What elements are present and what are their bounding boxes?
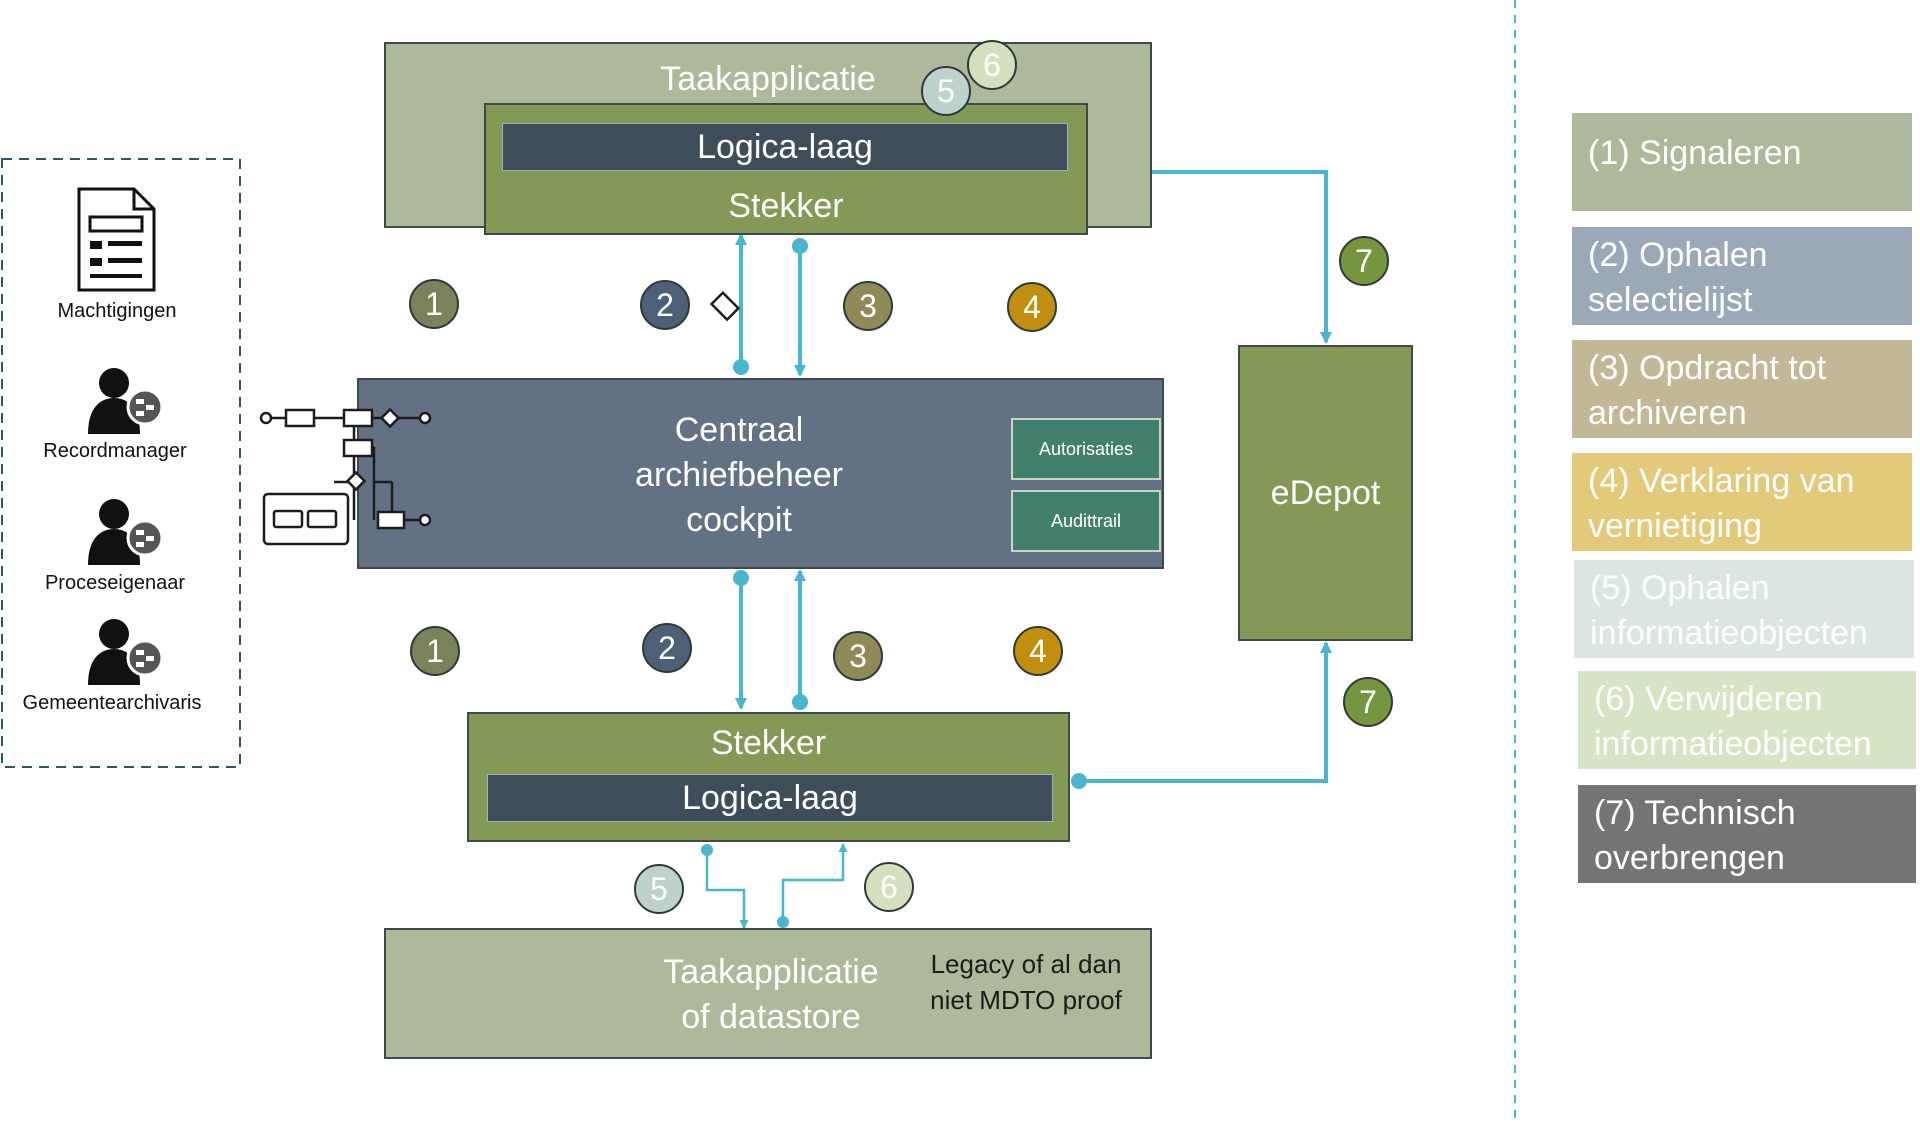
legend-num: (1) [1588, 134, 1630, 172]
badge-bottom-7: 7 [1343, 677, 1393, 727]
legend-text: Ophalen informatieobjecten [1590, 569, 1868, 652]
role-city-archivist: Gemeentearchivaris [22, 692, 202, 714]
legend-num: (4) [1588, 462, 1630, 500]
top-task-application-title: Taakapplicatie [660, 59, 876, 98]
badge-top-2: 2 [640, 280, 690, 330]
legend-text: Technisch overbrengen [1594, 794, 1796, 877]
top-logic-layer: Logica-laag [502, 123, 1068, 171]
legend-text: Verwijderen informatieobjecten [1594, 680, 1872, 763]
legend-num: (3) [1588, 349, 1630, 387]
legend-item-verwijderen-informatieobjecten: (6) Verwijderen informatieobjecten [1578, 671, 1916, 769]
legend-item-ophalen-informatieobjecten: (5) Ophalen informatieobjecten [1574, 560, 1914, 658]
edepot-box: eDepot [1238, 345, 1413, 641]
legend-item-opdracht-archiveren: (3) Opdracht tot archiveren [1572, 340, 1912, 438]
badge-bottom-4: 4 [1013, 626, 1063, 676]
arrow-bottom-7 [1079, 641, 1332, 783]
role-permissions: Machtigingen [57, 300, 177, 322]
central-archive-cockpit: Centraal archiefbeheer cockpit Autorisat… [357, 378, 1164, 569]
arrow-bottom-6 [781, 843, 848, 922]
bottom-plug-label: Stekker [710, 723, 827, 762]
badge-top-3: 3 [843, 281, 893, 331]
arrow-bottom-5 [705, 850, 749, 929]
badge-top-7: 7 [1339, 236, 1389, 286]
audit-trail-box: Audittrail [1011, 490, 1161, 552]
legend-item-verklaring-vernietiging: (4) Verklaring van vernietiging [1572, 453, 1912, 551]
roles-frame [1, 158, 241, 768]
badge-top-4: 4 [1007, 282, 1057, 332]
badge-bottom-6: 6 [864, 862, 914, 912]
legend-num: (7) [1594, 794, 1636, 832]
badge-bottom-3: 3 [833, 631, 883, 681]
legend-text: Signaleren [1639, 134, 1802, 172]
legend-text: Ophalen selectielijst [1588, 236, 1768, 319]
legend-item-signaleren: (1) Signaleren [1572, 113, 1912, 211]
legend-num: (5) [1590, 569, 1632, 607]
legend-text: Verklaring van vernietiging [1588, 462, 1855, 545]
badge-bottom-5: 5 [634, 864, 684, 914]
legend-num: (2) [1588, 236, 1630, 274]
authorizations-box: Autorisaties [1011, 418, 1161, 480]
bottom-logic-layer: Logica-laag [487, 774, 1053, 822]
role-record-manager: Recordmanager [43, 440, 187, 462]
badge-top-5: 5 [921, 66, 971, 116]
bottom-task-application: Taakapplicatie of datastore Legacy of al… [384, 928, 1152, 1059]
badge-top-1: 1 [409, 279, 459, 329]
legend-item-ophalen-selectielijst: (2) Ophalen selectielijst [1572, 227, 1912, 325]
badge-top-6: 6 [967, 40, 1017, 90]
legend-num: (6) [1594, 680, 1636, 718]
bottom-task-application-title: Taakapplicatie of datastore [663, 953, 879, 1036]
top-plug: Logica-laag Stekker [484, 103, 1088, 235]
legend-text: Opdracht tot archiveren [1588, 349, 1827, 432]
badge-bottom-1: 1 [410, 626, 460, 676]
cockpit-title: Centraal archiefbeheer cockpit [635, 410, 843, 539]
arrow-top-7 [1098, 170, 1332, 344]
badge-bottom-2: 2 [642, 623, 692, 673]
role-process-owner: Proceseigenaar [44, 572, 186, 594]
bottom-plug: Stekker Logica-laag [467, 712, 1070, 842]
legacy-note: Legacy of al dan niet MDTO proof [930, 949, 1122, 1015]
legend-item-technisch-overbrengen: (7) Technisch overbrengen [1578, 785, 1916, 883]
top-plug-label: Stekker [728, 186, 844, 225]
